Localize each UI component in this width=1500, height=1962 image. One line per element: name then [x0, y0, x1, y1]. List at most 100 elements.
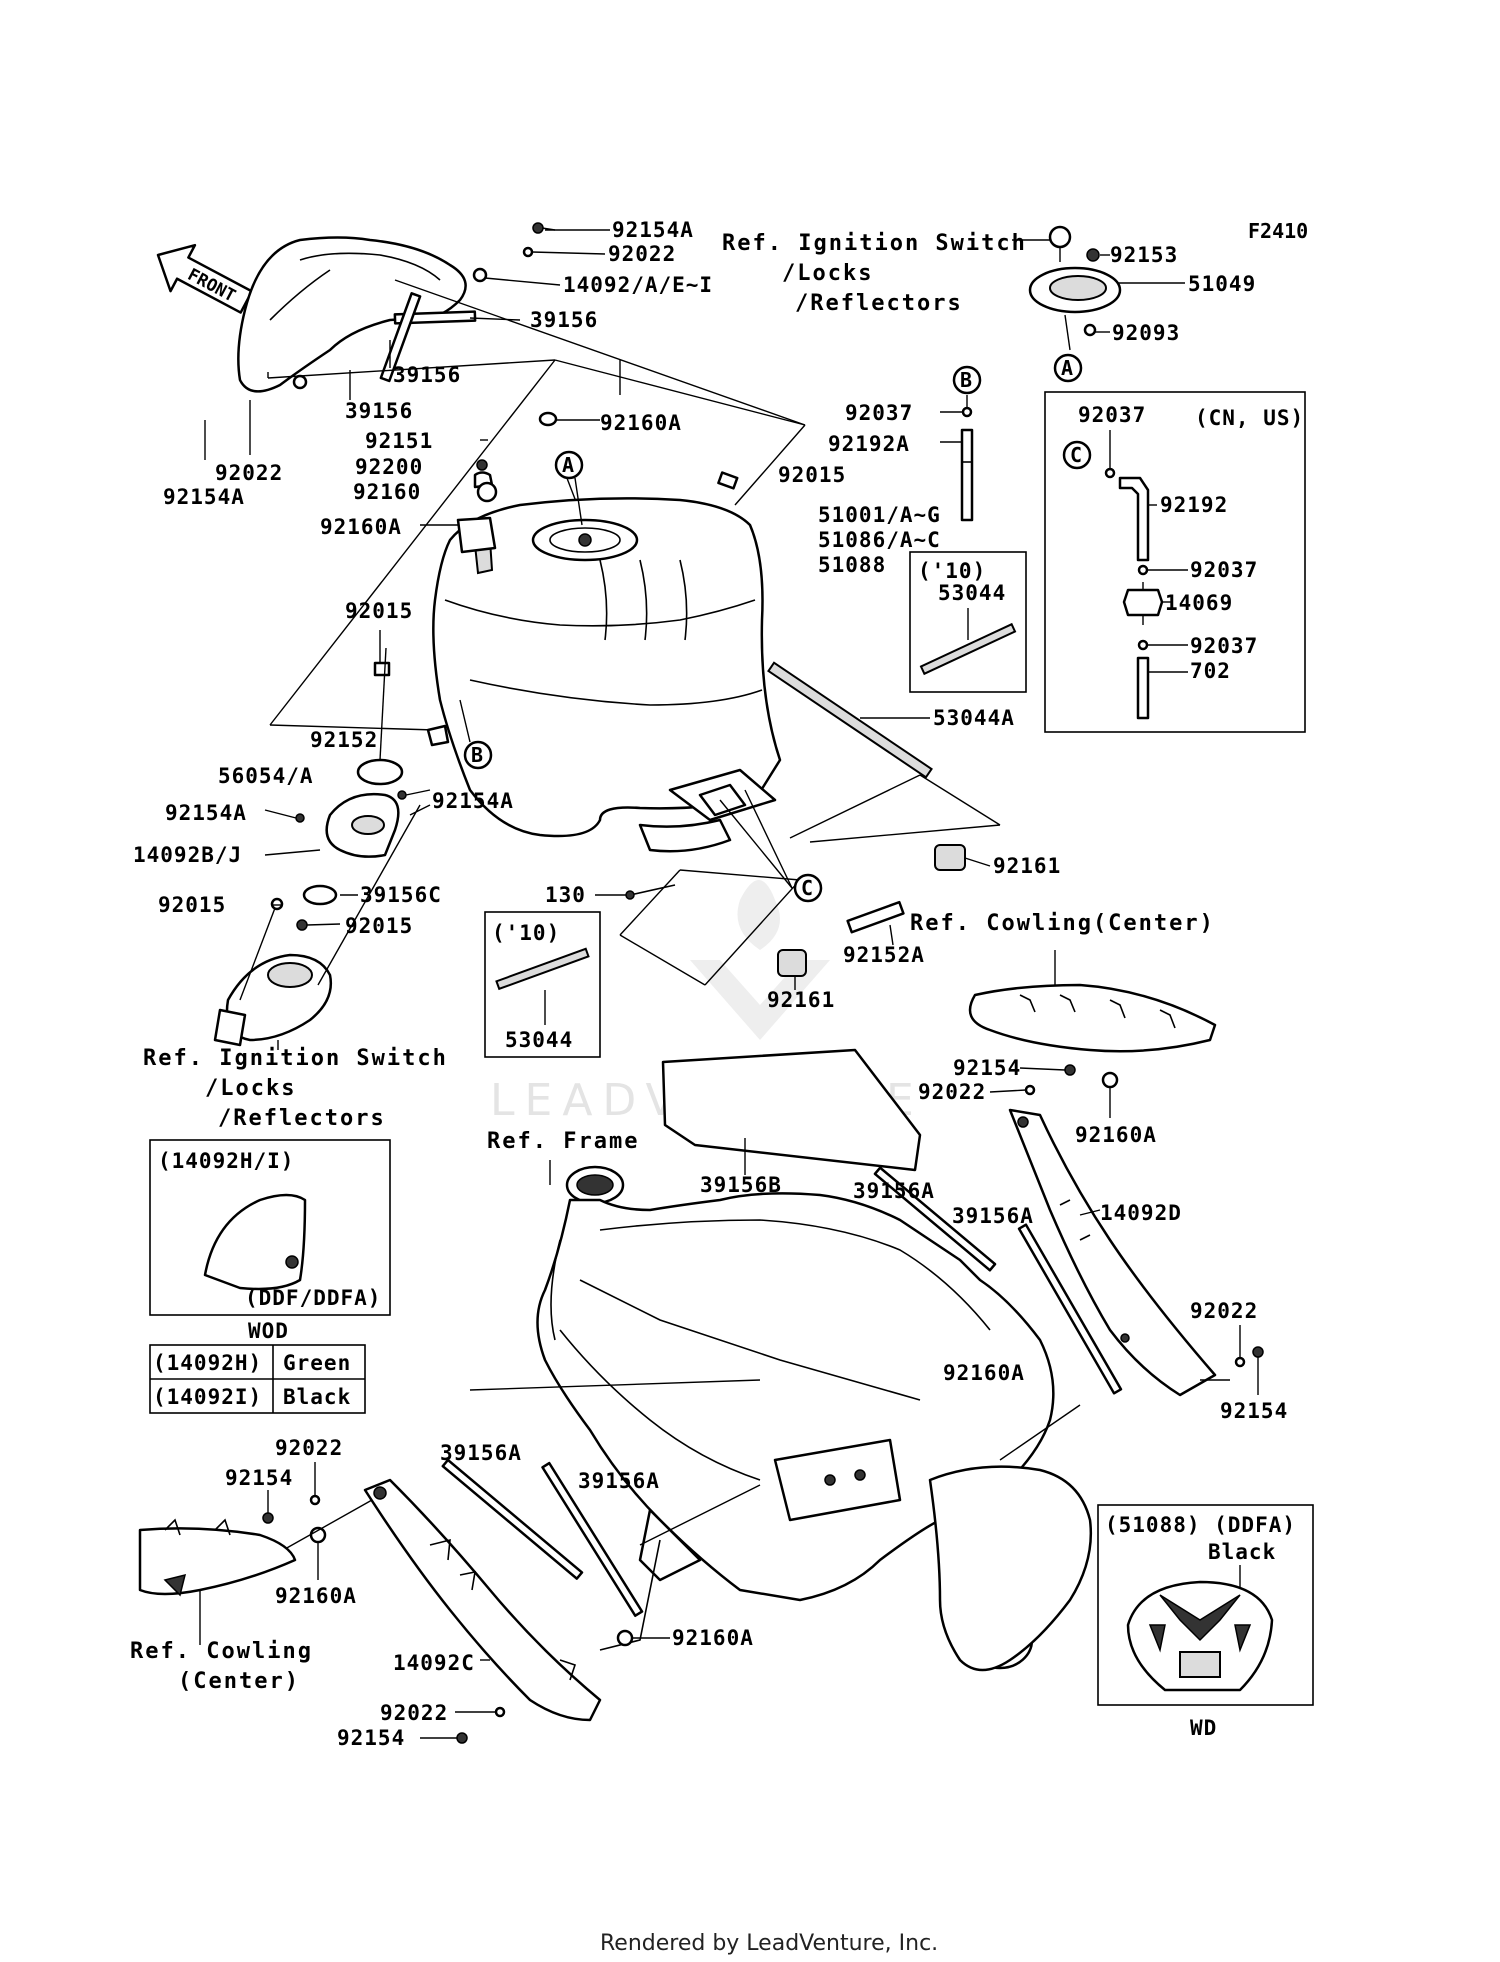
- svg-text:/Reflectors: /Reflectors: [218, 1106, 386, 1131]
- label-92160A-c: 92160A: [1075, 1123, 1157, 1147]
- ref-cowling-center-right: Ref. Cowling(Center): [910, 911, 1215, 936]
- box-wod-variant: (DDF/DDFA): [245, 1286, 381, 1310]
- tank-fittings: [373, 411, 739, 747]
- side-cover-14092D: [1008, 1108, 1230, 1397]
- bracket-14092BJ: [264, 647, 431, 911]
- ref-frame: Ref. Frame: [487, 1129, 639, 1154]
- label-92022-left: 92022: [215, 461, 283, 485]
- label-92154-d: 92154: [337, 1726, 405, 1750]
- bolt-92154A-top: [532, 222, 556, 234]
- box-wd-color: Black: [1208, 1540, 1276, 1564]
- fuel-tank: [432, 497, 782, 853]
- label-92154-c: 92154: [225, 1466, 293, 1490]
- label-92153: 92153: [1110, 243, 1178, 267]
- label-92154A-left: 92154A: [163, 485, 245, 509]
- label-39156B: 39156B: [700, 1173, 782, 1197]
- label-92152A: 92152A: [843, 943, 925, 967]
- wod-color-table: (14092H) Green (14092I) Black: [149, 1344, 366, 1414]
- label-39156-c: 39156: [345, 399, 413, 423]
- rubber-strip-39156A-d: [541, 1461, 644, 1617]
- callout-A-cap: A: [1053, 353, 1083, 383]
- label-92161-b: 92161: [767, 988, 835, 1012]
- label-14092-AEI: 14092/A/E~I: [563, 273, 713, 297]
- box-10-left-part: 53044: [505, 1028, 573, 1052]
- rubber-strip-39156A-b: [1017, 1223, 1123, 1395]
- box-wd-caption: WD: [1190, 1716, 1217, 1740]
- washer-92022-right-b: [1234, 1325, 1246, 1368]
- color-table-color-1: Green: [283, 1351, 351, 1375]
- rubber-strip-53044A: [767, 661, 933, 779]
- fuel-cap-51049: [1012, 225, 1185, 351]
- svg-text:Ref. Ignition Switch: Ref. Ignition Switch: [722, 231, 1027, 256]
- label-92161-a: 92161: [993, 854, 1061, 878]
- figure-code: F2410: [1248, 219, 1308, 243]
- label-92154A-d: 92154A: [432, 789, 514, 813]
- spacer-92152A: [846, 900, 905, 934]
- rubber-strip-39156A-c: [441, 1458, 584, 1580]
- box-cn-us-part-2: 92192: [1160, 493, 1228, 517]
- label-92151: 92151: [365, 429, 433, 453]
- label-53044A: 53044A: [933, 706, 1015, 730]
- box-wd-title: (51088) (DDFA): [1105, 1513, 1296, 1537]
- bolt-130: [595, 884, 676, 900]
- footer-credit: Rendered by LeadVenture, Inc.: [600, 1931, 938, 1956]
- box-cn-us-part-1: 92037: [1078, 403, 1146, 427]
- label-92160: 92160: [353, 480, 421, 504]
- box-10-right-title: ('10): [918, 559, 986, 583]
- label-92200: 92200: [355, 455, 423, 479]
- part-labels: 92154A 92022 14092/A/E~I 39156 39156 391…: [133, 218, 1288, 1750]
- breather-tube-92192A: [940, 395, 974, 522]
- ref-ignition-top: Ref. Ignition Switch /Locks /Reflectors: [722, 231, 1027, 316]
- rubber-strip-39156A-a: [873, 1166, 997, 1272]
- cowling-center-ref-right: [968, 950, 1217, 1053]
- label-92192A: 92192A: [828, 432, 910, 456]
- callout-B-tank: B: [459, 699, 493, 770]
- callout-A-tank: A: [554, 450, 584, 526]
- label-51049: 51049: [1188, 272, 1256, 296]
- label-92022-top: 92022: [608, 242, 676, 266]
- box-10-right: ('10) 53044: [909, 551, 1027, 693]
- box-wod-title: (14092H/I): [158, 1149, 294, 1173]
- box-cn-us-title: (CN, US): [1195, 406, 1304, 430]
- box-10-left: ('10) 53044: [484, 911, 601, 1058]
- label-92160A-b: 92160A: [320, 515, 402, 539]
- svg-text:B: B: [471, 743, 483, 767]
- svg-text:C: C: [1070, 443, 1082, 467]
- label-92022-d: 92022: [380, 1701, 448, 1725]
- box-wod: (14092H/I) (DDF/DDFA) WOD: [149, 1139, 391, 1343]
- label-51086: 51086/A~C: [818, 528, 941, 552]
- damper-92161-b: [777, 949, 807, 990]
- label-39156A-c: 39156A: [440, 1441, 522, 1465]
- label-14092BJ: 14092B/J: [133, 843, 242, 867]
- label-51088: 51088: [818, 553, 886, 577]
- svg-text:Ref. Cowling: Ref. Cowling: [130, 1639, 313, 1664]
- ignition-switch-ref-lower: [213, 804, 421, 1050]
- callout-C-box: C: [1062, 440, 1092, 470]
- label-92154A-top: 92154A: [612, 218, 694, 242]
- rubber-strip-39156-a: [393, 310, 477, 325]
- color-table-part-1: (14092H): [153, 1351, 262, 1375]
- label-92022-a: 92022: [918, 1080, 986, 1104]
- box-cn-us-part-5: 92037: [1190, 634, 1258, 658]
- box-cn-us-part-4: 14069: [1165, 591, 1233, 615]
- label-92015-c: 92015: [158, 893, 226, 917]
- label-39156-b: 39156: [393, 363, 461, 387]
- label-39156A-a: 39156A: [853, 1179, 935, 1203]
- label-56054: 56054/A: [218, 764, 314, 788]
- label-92022-b: 92022: [1190, 1299, 1258, 1323]
- label-14092C: 14092C: [393, 1651, 475, 1675]
- label-92015-b: 92015: [778, 463, 846, 487]
- washer-92022-right-a: [989, 1084, 1036, 1096]
- box-cn-us: (CN, US) 92037 92192 92037 14069 92037 7…: [1044, 391, 1306, 733]
- label-92022-c: 92022: [275, 1436, 343, 1460]
- label-39156A-b: 39156A: [952, 1204, 1034, 1228]
- cowling-center-ref-left: [138, 1518, 297, 1645]
- label-92152: 92152: [310, 728, 378, 752]
- box-10-left-title: ('10): [492, 921, 560, 945]
- box-wd: (51088) (DDFA) Black WD: [1097, 1504, 1314, 1740]
- label-92154-b: 92154: [1220, 1399, 1288, 1423]
- svg-text:/Reflectors: /Reflectors: [795, 291, 963, 316]
- washer-92022-top: [522, 246, 534, 258]
- color-table-part-2: (14092I): [153, 1385, 262, 1409]
- side-cover-14092C: [363, 1478, 602, 1722]
